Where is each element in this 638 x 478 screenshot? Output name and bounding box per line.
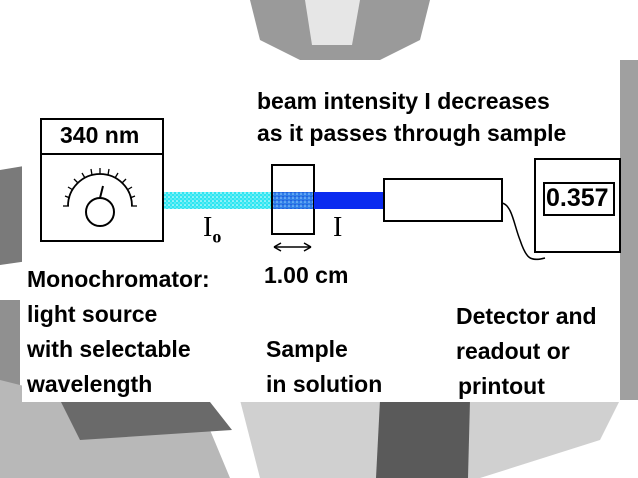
detector-text-line-2: readout or <box>456 338 570 364</box>
monochromator-text-line-2: light source <box>27 301 158 327</box>
incident-symbol: I <box>203 212 213 243</box>
dial-icon <box>63 168 137 227</box>
incident-subscript: o <box>212 226 222 247</box>
wavelength-display-frame <box>40 118 164 155</box>
monochromator-text-line-1: Monochromator: <box>27 266 210 292</box>
beam-caption-line-2: as it passes through sample <box>257 120 567 146</box>
sample-text-line-2: in solution <box>266 371 383 397</box>
incident-beam <box>163 192 275 209</box>
transmitted-beam <box>314 192 384 209</box>
double-arrow-icon <box>273 242 312 252</box>
sample-text-line-1: Sample <box>266 336 348 362</box>
detector-box <box>383 178 503 222</box>
detector-text-line-3: printout <box>458 373 545 399</box>
beam-caption-line-1: beam intensity I decreases <box>257 88 550 114</box>
path-length: 1.00 cm <box>264 262 349 288</box>
detector-text-line-1: Detector and <box>456 303 597 329</box>
sample-beam <box>273 192 313 209</box>
wavelength-display: 340 nm <box>60 122 140 148</box>
monochromator-text-line-4: wavelength <box>27 371 153 397</box>
incident-intensity-label: Io <box>203 212 221 248</box>
detector-cable <box>501 202 546 261</box>
detector-reading: 0.357 <box>546 184 609 212</box>
readout-display <box>543 182 615 216</box>
monochromator-text-line-3: with selectable <box>27 336 191 362</box>
transmitted-intensity-label: I <box>333 212 343 243</box>
